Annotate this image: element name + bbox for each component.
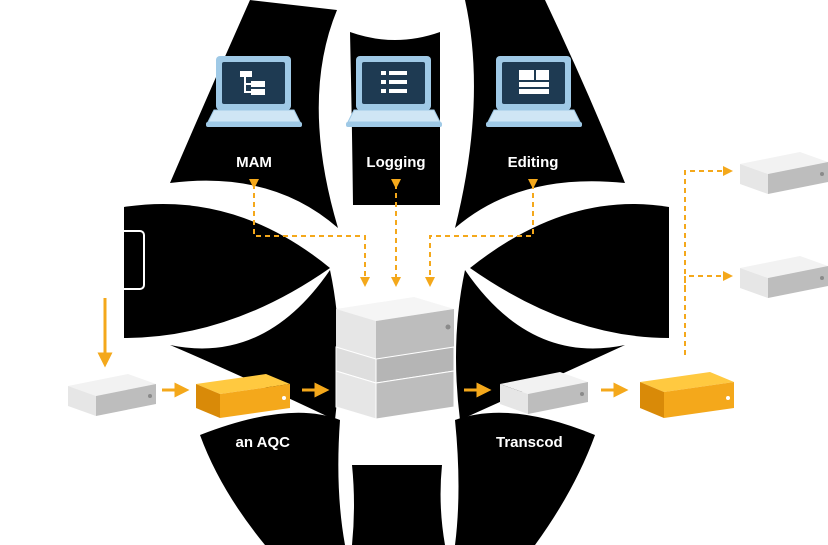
petal-bottom-center bbox=[352, 465, 445, 545]
laptop-keyboard bbox=[207, 109, 301, 123]
storage-label: Storage bbox=[367, 434, 423, 451]
output-target-lower[interactable] bbox=[740, 256, 828, 298]
laptop-editing[interactable] bbox=[486, 56, 582, 127]
workstation-label-editing: Editing bbox=[508, 154, 559, 171]
laptop-mam[interactable] bbox=[206, 56, 302, 127]
grid-icon bbox=[519, 70, 549, 94]
dashed-connectors bbox=[249, 166, 733, 355]
hierarchy-icon bbox=[240, 71, 265, 95]
storage-device[interactable] bbox=[335, 297, 455, 420]
transcode-label: Transcod bbox=[496, 434, 563, 451]
laptop-base bbox=[206, 122, 302, 127]
petal-middle-right bbox=[456, 270, 625, 420]
laptop-logging[interactable] bbox=[346, 56, 442, 127]
connector-editing-storage bbox=[425, 179, 538, 287]
transcode-device[interactable] bbox=[500, 372, 588, 414]
petal-middle-left bbox=[170, 270, 339, 420]
connector-output-upper bbox=[684, 166, 733, 355]
list-icon bbox=[381, 71, 407, 93]
laptop-keyboard bbox=[487, 109, 581, 123]
connector-output-lower bbox=[684, 271, 733, 290]
workstation-label-logging: Logging bbox=[366, 154, 425, 171]
ingest-device[interactable] bbox=[68, 374, 156, 416]
petal-bottom-right bbox=[455, 412, 595, 545]
pipeline-arrows bbox=[97, 298, 629, 398]
workstation-label-mam: MAM bbox=[236, 154, 272, 171]
aqc-device[interactable] bbox=[196, 374, 290, 418]
petal-bottom-left bbox=[200, 412, 345, 545]
output-target-upper[interactable] bbox=[740, 152, 828, 194]
storage-tier-1 bbox=[336, 309, 454, 359]
laptop-base bbox=[486, 122, 582, 127]
storage-tier-3 bbox=[335, 370, 455, 420]
aqc-label: an AQC bbox=[236, 434, 291, 451]
output-device[interactable] bbox=[640, 372, 734, 418]
laptop-base bbox=[346, 122, 442, 127]
laptop-keyboard bbox=[347, 109, 441, 123]
ingest-port-outline bbox=[117, 230, 145, 290]
